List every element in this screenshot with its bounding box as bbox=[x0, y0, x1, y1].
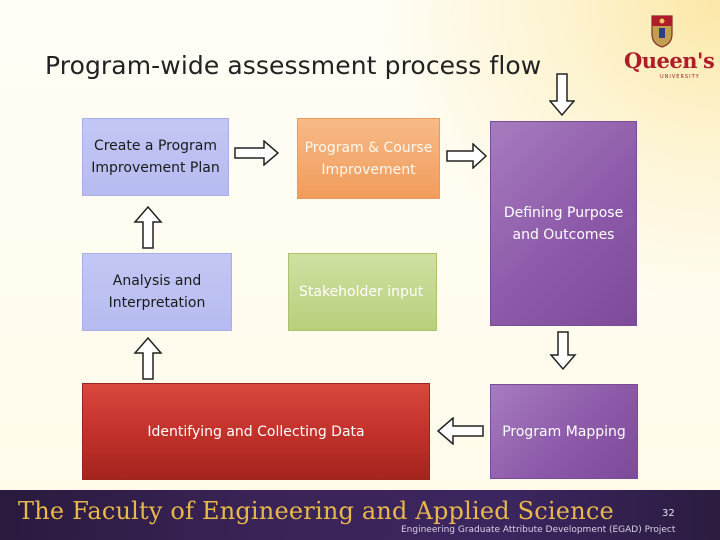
box-label: Program & Course Improvement bbox=[304, 139, 433, 178]
footer-bar bbox=[0, 490, 720, 540]
arrow-up-icon bbox=[133, 336, 163, 380]
box-label: Analysis and Interpretation bbox=[108, 273, 206, 311]
crest-icon bbox=[651, 15, 673, 48]
slide-title: Program-wide assessment process flow bbox=[45, 51, 542, 80]
queens-logo: Queen's UNIVERSITY bbox=[620, 14, 716, 84]
logo-wordmark: Queen's bbox=[624, 48, 715, 73]
box-label: Stakeholder input bbox=[299, 284, 424, 300]
arrow-left-icon bbox=[436, 417, 484, 445]
box-create-improvement-plan: Create a Program Improvement Plan bbox=[82, 118, 229, 196]
box-label: Program Mapping bbox=[502, 423, 626, 440]
footer-project-name: Engineering Graduate Attribute Developme… bbox=[401, 525, 676, 535]
box-identifying-collecting-data: Identifying and Collecting Data bbox=[82, 383, 430, 480]
page-number: 32 bbox=[662, 508, 675, 519]
box-label: Create a Program Improvement Plan bbox=[91, 138, 220, 176]
box-program-course-improvement: Program & Course Improvement bbox=[297, 118, 440, 199]
logo-subtitle: UNIVERSITY bbox=[660, 74, 700, 80]
arrow-down-icon bbox=[549, 73, 575, 117]
arrow-up-icon bbox=[133, 205, 163, 249]
box-label: Defining Purpose and Outcomes bbox=[503, 204, 624, 243]
footer-faculty-name: The Faculty of Engineering and Applied S… bbox=[18, 497, 614, 525]
box-analysis-interpretation: Analysis and Interpretation bbox=[82, 253, 232, 331]
box-label: Identifying and Collecting Data bbox=[147, 423, 365, 440]
arrow-right-icon bbox=[446, 143, 488, 169]
arrow-right-icon bbox=[234, 140, 280, 166]
box-stakeholder-input: Stakeholder input bbox=[288, 253, 437, 331]
box-program-mapping: Program Mapping bbox=[490, 384, 638, 479]
box-defining-purpose: Defining Purpose and Outcomes bbox=[490, 121, 637, 326]
arrow-down-icon bbox=[549, 331, 577, 371]
